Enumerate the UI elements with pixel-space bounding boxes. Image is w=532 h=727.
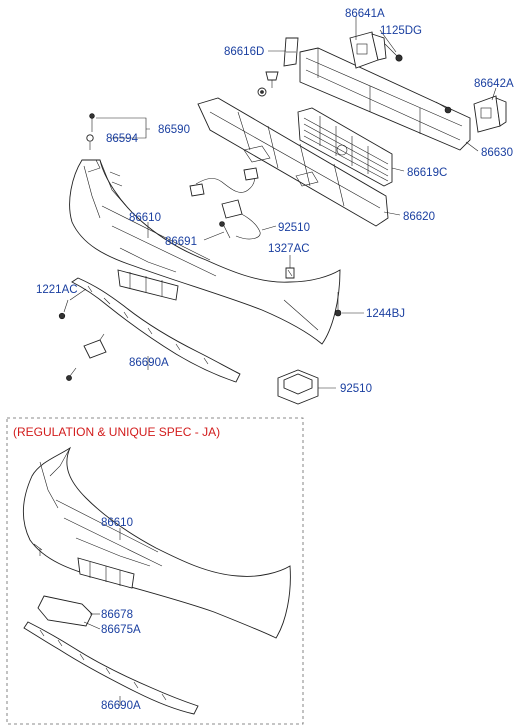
grille-86619C	[297, 107, 393, 187]
label-86691: 86691	[165, 236, 197, 248]
inset-leader-lines	[83, 528, 121, 706]
bracket-86641A	[349, 31, 387, 69]
inset-plate-86678	[37, 595, 93, 627]
inset-lower-lip-86690A	[23, 621, 199, 715]
leader-lines	[69, 16, 497, 389]
label-86616D: 86616D	[224, 46, 264, 58]
nut-1327AC	[285, 267, 295, 279]
bracket-86642A	[473, 95, 507, 133]
screw-1221AC	[58, 299, 69, 320]
absorber-86620	[197, 97, 389, 227]
label-86641A: 86641A	[345, 8, 385, 20]
inset-label-86675A: 86675A	[101, 624, 141, 636]
bracket-86616D	[283, 37, 299, 67]
label-86590: 86590	[158, 124, 190, 136]
label-86642A: 86642A	[474, 78, 514, 90]
inset-bumper-cover-86610	[22, 446, 291, 639]
clip-86594	[86, 134, 94, 150]
bolt-1125DG	[384, 43, 403, 62]
screw-86691	[219, 221, 231, 239]
module-92510	[277, 369, 319, 405]
label-1221AC: 1221AC	[36, 284, 78, 296]
bumper-cover-86610	[69, 159, 341, 345]
label-1327AC: 1327AC	[268, 243, 310, 255]
label-86594: 86594	[106, 133, 139, 145]
clip-set	[257, 71, 279, 97]
back-beam-86630	[299, 47, 471, 151]
label-86620: 86620	[403, 211, 435, 223]
bracket-left	[66, 333, 107, 381]
screw-1244BJ	[334, 292, 342, 317]
inset-label-86690A: 86690A	[101, 700, 141, 712]
screw	[435, 101, 452, 114]
label-86619C: 86619C	[407, 167, 447, 179]
label-1244BJ: 1244BJ	[366, 308, 405, 320]
spec-inset-frame	[6, 417, 304, 725]
inset-label-86678: 86678	[101, 609, 133, 621]
spec-inset-title: (REGULATION & UNIQUE SPEC - JA)	[13, 425, 220, 439]
inset-label-86610: 86610	[101, 517, 133, 529]
label-86630: 86630	[481, 147, 513, 159]
lower-lip-86690A	[71, 277, 241, 383]
label-86690A: 86690A	[129, 357, 169, 369]
label-92510-harness: 92510	[278, 222, 310, 234]
label-1125DG: 1125DG	[380, 25, 422, 37]
bolt-86590	[89, 113, 95, 132]
label-92510-module: 92510	[340, 383, 372, 395]
label-86610: 86610	[129, 212, 161, 224]
wiring-harness-92510	[189, 167, 261, 240]
